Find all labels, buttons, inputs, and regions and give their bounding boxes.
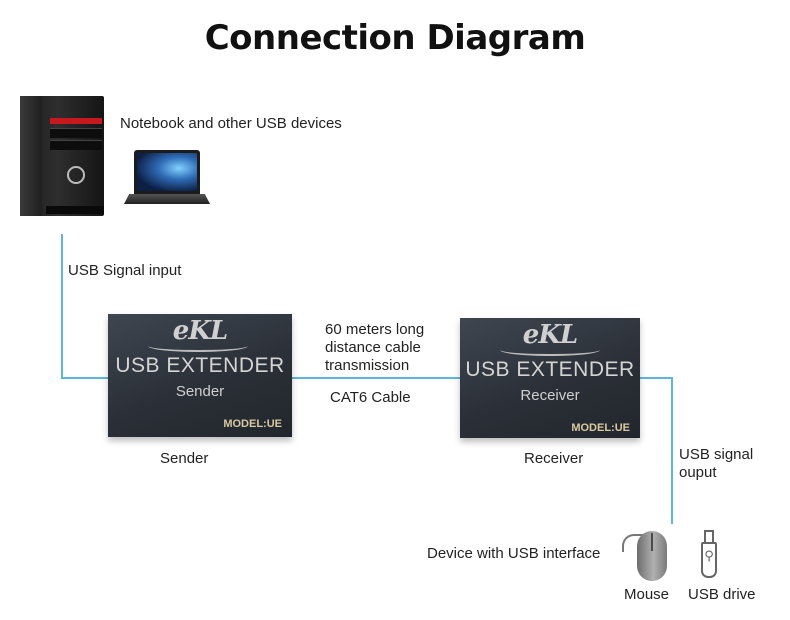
input-line-vertical <box>61 234 63 379</box>
usb-drive-icon <box>701 542 717 578</box>
sender-extender-box: eKL USB EXTENDER Sender MODEL:UE <box>108 314 292 437</box>
receiver-model: MODEL:UE <box>571 422 630 434</box>
mouse-label: Mouse <box>624 586 670 603</box>
laptop-icon <box>134 150 200 194</box>
cable-desc-line3: transmission <box>325 357 410 374</box>
mouse-button-split <box>651 533 653 551</box>
signal-output-line2: ouput <box>679 464 717 481</box>
cable-desc-line1: 60 meters long <box>325 321 425 338</box>
output-line-horizontal <box>639 377 673 379</box>
signal-output-line1: USB signal <box>679 446 754 463</box>
device-interface-label: Device with USB interface <box>427 545 601 562</box>
receiver-caption: Receiver <box>524 450 584 467</box>
cable-desc-line2: distance cable <box>325 339 421 356</box>
cat6-cable-line <box>291 377 461 379</box>
sender-role: Sender <box>175 383 225 400</box>
output-line-vertical <box>671 377 673 524</box>
sender-model: MODEL:UE <box>223 418 282 430</box>
top-devices-label: Notebook and other USB devices <box>120 115 342 132</box>
usb-drive-label: USB drive <box>688 586 756 603</box>
diagram-title: Connection Diagram <box>204 18 586 58</box>
receiver-product-name: USB EXTENDER <box>465 358 635 381</box>
usb-symbol-icon: ⚲ <box>704 548 714 563</box>
receiver-role: Receiver <box>520 387 580 404</box>
laptop-base <box>124 194 210 204</box>
cable-type-label: CAT6 Cable <box>330 389 411 406</box>
signal-input-label: USB Signal input <box>68 262 182 279</box>
mouse-cable <box>622 534 646 552</box>
sender-product-name: USB EXTENDER <box>115 354 285 377</box>
sender-caption: Sender <box>160 450 209 467</box>
receiver-extender-box: eKL USB EXTENDER Receiver MODEL:UE <box>460 318 640 438</box>
desktop-tower-icon <box>20 96 104 216</box>
usb-drive-connector <box>704 530 714 542</box>
input-line-horizontal <box>61 377 109 379</box>
